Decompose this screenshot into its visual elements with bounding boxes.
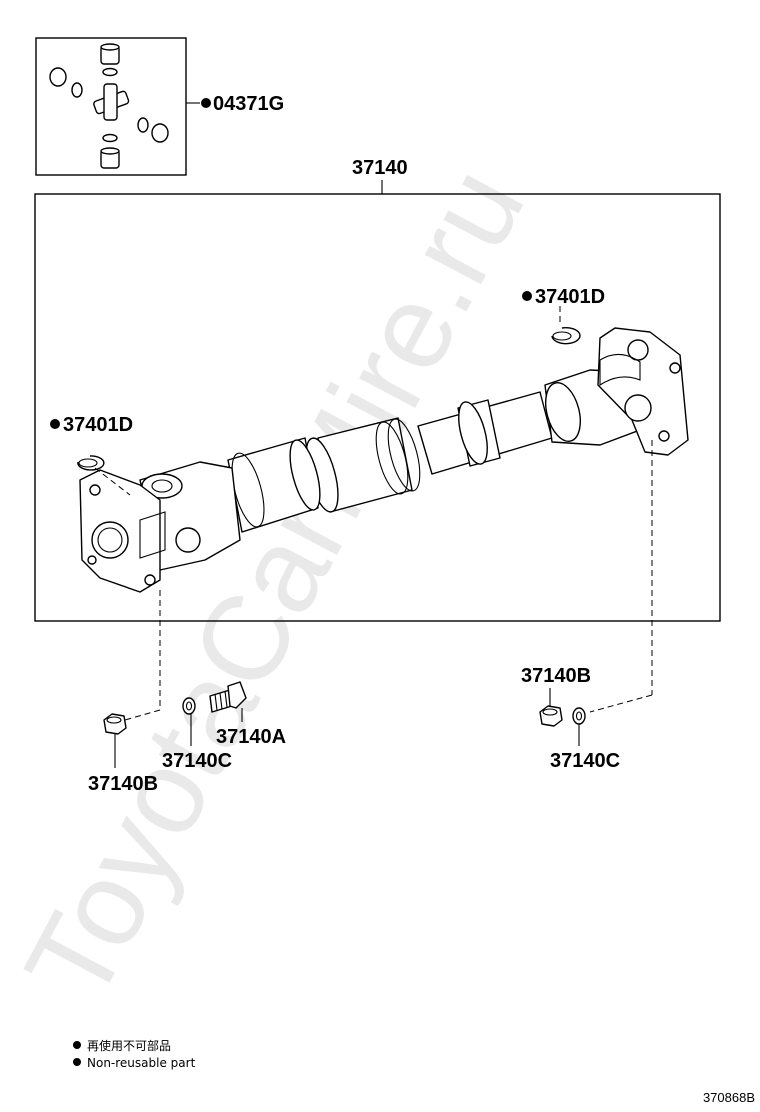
non-reusable-dot-icon xyxy=(201,98,211,108)
shaft-assy-box xyxy=(34,193,721,622)
label-37140C-right: 37140C xyxy=(550,750,620,772)
spider-kit-group: 04371G xyxy=(35,37,284,176)
washer-left-icon xyxy=(182,697,196,715)
legend-line-ja: 再使用不可部品 xyxy=(87,1038,171,1053)
label-04371G: 04371G xyxy=(213,93,284,115)
figure-code: 370868B xyxy=(703,1090,755,1105)
watermark: ToyotaCarMire.ru xyxy=(0,147,550,1022)
non-reusable-dot-icon xyxy=(73,1058,81,1066)
washer-right-icon xyxy=(572,707,586,725)
hardware-left: 37140B 37140C 37140A xyxy=(88,681,286,795)
label-37140: 37140 xyxy=(352,157,408,179)
non-reusable-dot-icon xyxy=(50,419,60,429)
label-37140B-left: 37140B xyxy=(88,773,158,795)
nut-left-icon xyxy=(103,713,127,735)
label-37140C-left: 37140C xyxy=(162,750,232,772)
spider-cross-icon xyxy=(49,43,169,169)
label-37140A: 37140A xyxy=(216,726,286,748)
label-37401D-left: 37401D xyxy=(63,414,133,436)
non-reusable-dot-icon xyxy=(73,1041,81,1049)
label-37401D-right: 37401D xyxy=(535,286,605,308)
spider-kit-box xyxy=(35,37,187,176)
label-37140B-right: 37140B xyxy=(521,665,591,687)
hardware-right: 37140B 37140C xyxy=(521,665,620,772)
legend: 再使用不可部品 Non-reusable part xyxy=(73,1038,196,1070)
nut-right-icon xyxy=(539,705,563,727)
bolt-icon xyxy=(209,681,247,713)
legend-line-en: Non-reusable part xyxy=(87,1056,196,1070)
propeller-shaft-icon xyxy=(77,326,689,593)
non-reusable-dot-icon xyxy=(522,291,532,301)
